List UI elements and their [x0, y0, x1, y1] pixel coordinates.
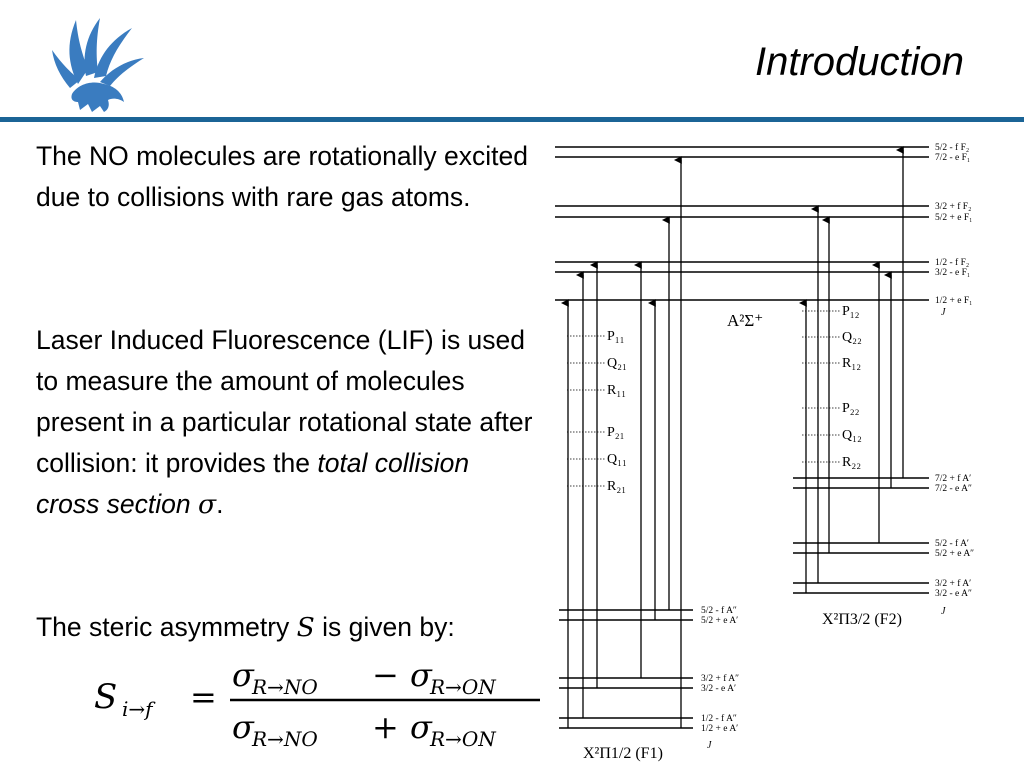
f1-level-label: 3/2 - e A′	[701, 684, 736, 694]
paragraph-collisions: The NO molecules are rotationally excite…	[36, 141, 528, 212]
energy-level-diagram: 5/2 - f F₂7/2 - e F₁ 3/2 + f F₂5/2 + e F₁…	[555, 142, 974, 762]
branch-label-left-top: R₁₁	[607, 383, 626, 398]
f2-state-label: X²Π3/2 (F2)	[822, 611, 902, 628]
paragraph-lif-end: .	[216, 489, 224, 519]
university-logo-icon	[52, 18, 144, 112]
f1-level-label: 3/2 + f A″	[701, 673, 739, 684]
branch-label-right-top: Q₂₂	[842, 330, 862, 345]
formula-num-sub-1: R→NO	[251, 675, 318, 699]
steric-asymmetry-formula: S i→f = σ R→NO − σ R→ON σ R→NO + σ R→ON	[94, 656, 540, 751]
f1-level-label: 1/2 + e A′	[701, 724, 738, 734]
branch-label-right-top: P₁₂	[842, 304, 860, 319]
branch-label-left-bottom: Q₁₁	[607, 452, 627, 467]
formula-num-sigma-2: σ	[410, 656, 433, 694]
f2-level-label: 3/2 + f A′	[935, 578, 971, 589]
f1-state-label: X²Π1/2 (F1)	[583, 745, 663, 762]
paragraph-lif-main: Laser Induced Fluorescence (LIF) is used…	[36, 325, 533, 478]
f1-level-label: 1/2 - f A″	[701, 713, 737, 724]
branch-label-left-top: Q₂₁	[607, 356, 627, 371]
formula-lhs-subscript: i→f	[122, 697, 156, 721]
slide-title: Introduction	[754, 40, 964, 84]
formula-equals: =	[190, 678, 217, 716]
upper-level-label: 3/2 - e F₁	[935, 268, 970, 278]
upper-j-label: J	[941, 307, 946, 318]
upper-level-label: 5/2 - f F₂	[935, 142, 969, 153]
formula-den-sub-2: R→ON	[429, 727, 497, 751]
branch-label-right-top: R₁₂	[842, 356, 861, 371]
formula-lhs: S	[94, 677, 117, 717]
f1-level-label: 5/2 - f A″	[701, 605, 737, 616]
transition-arrows	[560, 146, 904, 728]
formula-plus: +	[372, 708, 399, 746]
title-divider	[0, 117, 1024, 122]
upper-level-label: 1/2 - f F₂	[935, 257, 969, 268]
formula-minus: −	[372, 656, 399, 694]
branch-label-left-bottom: P₂₁	[607, 425, 625, 440]
formula-den-sigma-2: σ	[410, 708, 433, 746]
f2-level-label: 7/2 + f A′	[935, 473, 971, 484]
paragraph-steric-main: The steric asymmetry	[36, 612, 297, 642]
upper-level-label: 5/2 + e F₁	[935, 213, 972, 223]
f2-level-label: 3/2 - e A″	[935, 589, 972, 599]
branch-label-left-bottom: R₂₁	[607, 479, 626, 494]
f2-level-label: 5/2 - f A′	[935, 538, 969, 549]
sigma-symbol: σ	[198, 489, 217, 520]
branch-label-right-bottom: Q₁₂	[842, 428, 862, 443]
f2-state-levels: 7/2 + f A′7/2 - e A″ 5/2 - f A′5/2 + e A″…	[793, 473, 974, 599]
steric-symbol: S	[296, 612, 315, 643]
formula-num-sigma-1: σ	[232, 656, 255, 694]
paragraph-lif: Laser Induced Fluorescence (LIF) is used…	[36, 320, 536, 525]
upper-state-label: A²Σ⁺	[727, 311, 763, 330]
f2-level-label: 7/2 - e A″	[935, 484, 972, 494]
formula-den-sub-1: R→NO	[251, 727, 318, 751]
paragraph-lif-emphasis: total collision cross section	[36, 448, 470, 519]
paragraph-steric-end: is given by:	[314, 612, 455, 642]
branch-label-right-bottom: P₂₂	[842, 401, 860, 416]
f1-j-label: J	[707, 740, 712, 751]
formula-den-sigma-1: σ	[232, 708, 255, 746]
upper-level-label: 1/2 + e F₁	[935, 296, 972, 306]
f1-level-label: 5/2 + e A′	[701, 616, 738, 626]
upper-level-label: 3/2 + f F₂	[935, 201, 971, 212]
f2-j-label: J	[941, 606, 946, 617]
f1-state-levels: 5/2 - f A″5/2 + e A′ 3/2 + f A″3/2 - e A′…	[559, 605, 739, 734]
branch-label-right-bottom: R₂₂	[842, 455, 861, 470]
paragraph-steric: The steric asymmetry S is given by:	[36, 607, 536, 648]
branch-labels: P₁₁ Q₂₁ R₁₁ P₂₁ Q₁₁ R₂₁ P₁₂ Q₂₂ R₁₂ P₂₂ Q₁₂ R₂₂	[567, 304, 862, 494]
branch-label-left-top: P₁₁	[607, 329, 625, 344]
f2-level-label: 5/2 + e A″	[935, 549, 974, 559]
upper-level-label: 7/2 - e F₁	[935, 153, 970, 163]
upper-state-levels: 5/2 - f F₂7/2 - e F₁ 3/2 + f F₂5/2 + e F₁…	[555, 142, 972, 306]
formula-num-sub-2: R→ON	[429, 675, 497, 699]
